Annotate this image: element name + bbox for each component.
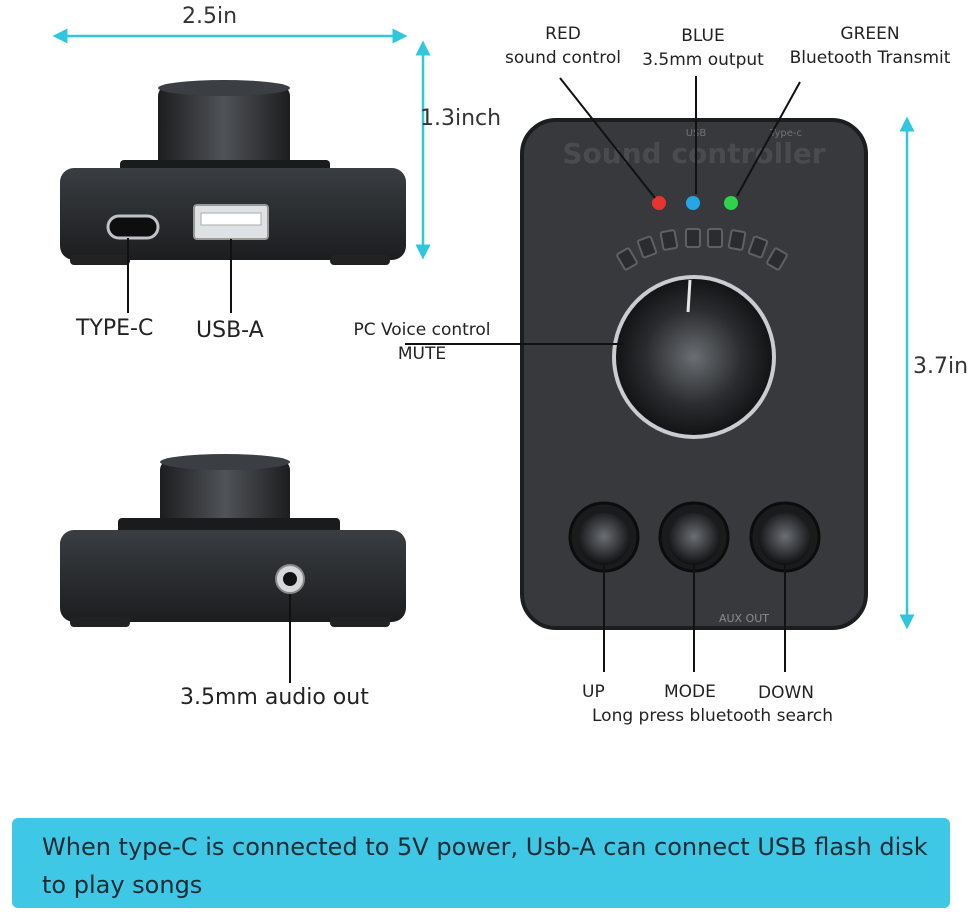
svg-text:AUX OUT: AUX OUT bbox=[719, 612, 769, 625]
typec-label: TYPE-C bbox=[76, 316, 154, 341]
device-title: Sound controller bbox=[562, 137, 825, 170]
info-banner: When type-C is connected to 5V power, Us… bbox=[12, 818, 950, 908]
button-up-label: UP bbox=[582, 682, 605, 702]
info-banner-text: When type-C is connected to 5V power, Us… bbox=[42, 833, 928, 899]
led-blue-label: BLUE 3.5mm output bbox=[638, 24, 768, 72]
led-red-desc: sound control bbox=[505, 48, 621, 68]
volume-knob bbox=[612, 275, 776, 439]
led-red-name: RED bbox=[545, 24, 581, 44]
led-blue-name: BLUE bbox=[681, 26, 725, 46]
side-view-ports bbox=[60, 80, 406, 265]
led-green-label: GREEN Bluetooth Transmit bbox=[782, 22, 958, 70]
led-green-desc: Bluetooth Transmit bbox=[789, 48, 951, 68]
top-view-device: Sound controller USB Type-c AUX OUT bbox=[520, 118, 868, 630]
led-red-label: RED sound control bbox=[498, 22, 628, 70]
button-down-label: DOWN bbox=[758, 683, 814, 703]
button-up bbox=[568, 501, 640, 573]
led-red bbox=[652, 196, 666, 210]
depth-label: 3.7in bbox=[913, 354, 969, 379]
usba-label: USB-A bbox=[196, 318, 264, 343]
led-blue-desc: 3.5mm output bbox=[642, 50, 764, 70]
button-mode bbox=[658, 501, 730, 573]
knob-label: PC Voice control MUTE bbox=[348, 318, 496, 366]
led-blue bbox=[686, 196, 700, 210]
width-label: 2.5in bbox=[182, 4, 238, 29]
svg-text:Type-c: Type-c bbox=[769, 128, 802, 139]
level-indicator bbox=[616, 228, 788, 271]
led-green-name: GREEN bbox=[840, 24, 900, 44]
height-label: 1.3inch bbox=[420, 106, 502, 131]
callout-lines bbox=[127, 76, 801, 683]
knob-label-line1: PC Voice control bbox=[353, 320, 491, 340]
typec-port bbox=[106, 214, 160, 240]
side-view-audio bbox=[60, 454, 406, 627]
button-down bbox=[749, 501, 821, 573]
audio-out-label: 3.5mm audio out bbox=[180, 685, 369, 710]
knob-label-line2: MUTE bbox=[397, 344, 447, 364]
long-press-note: Long press bluetooth search bbox=[592, 706, 834, 726]
led-green bbox=[724, 196, 738, 210]
button-mode-label: MODE bbox=[664, 682, 716, 702]
